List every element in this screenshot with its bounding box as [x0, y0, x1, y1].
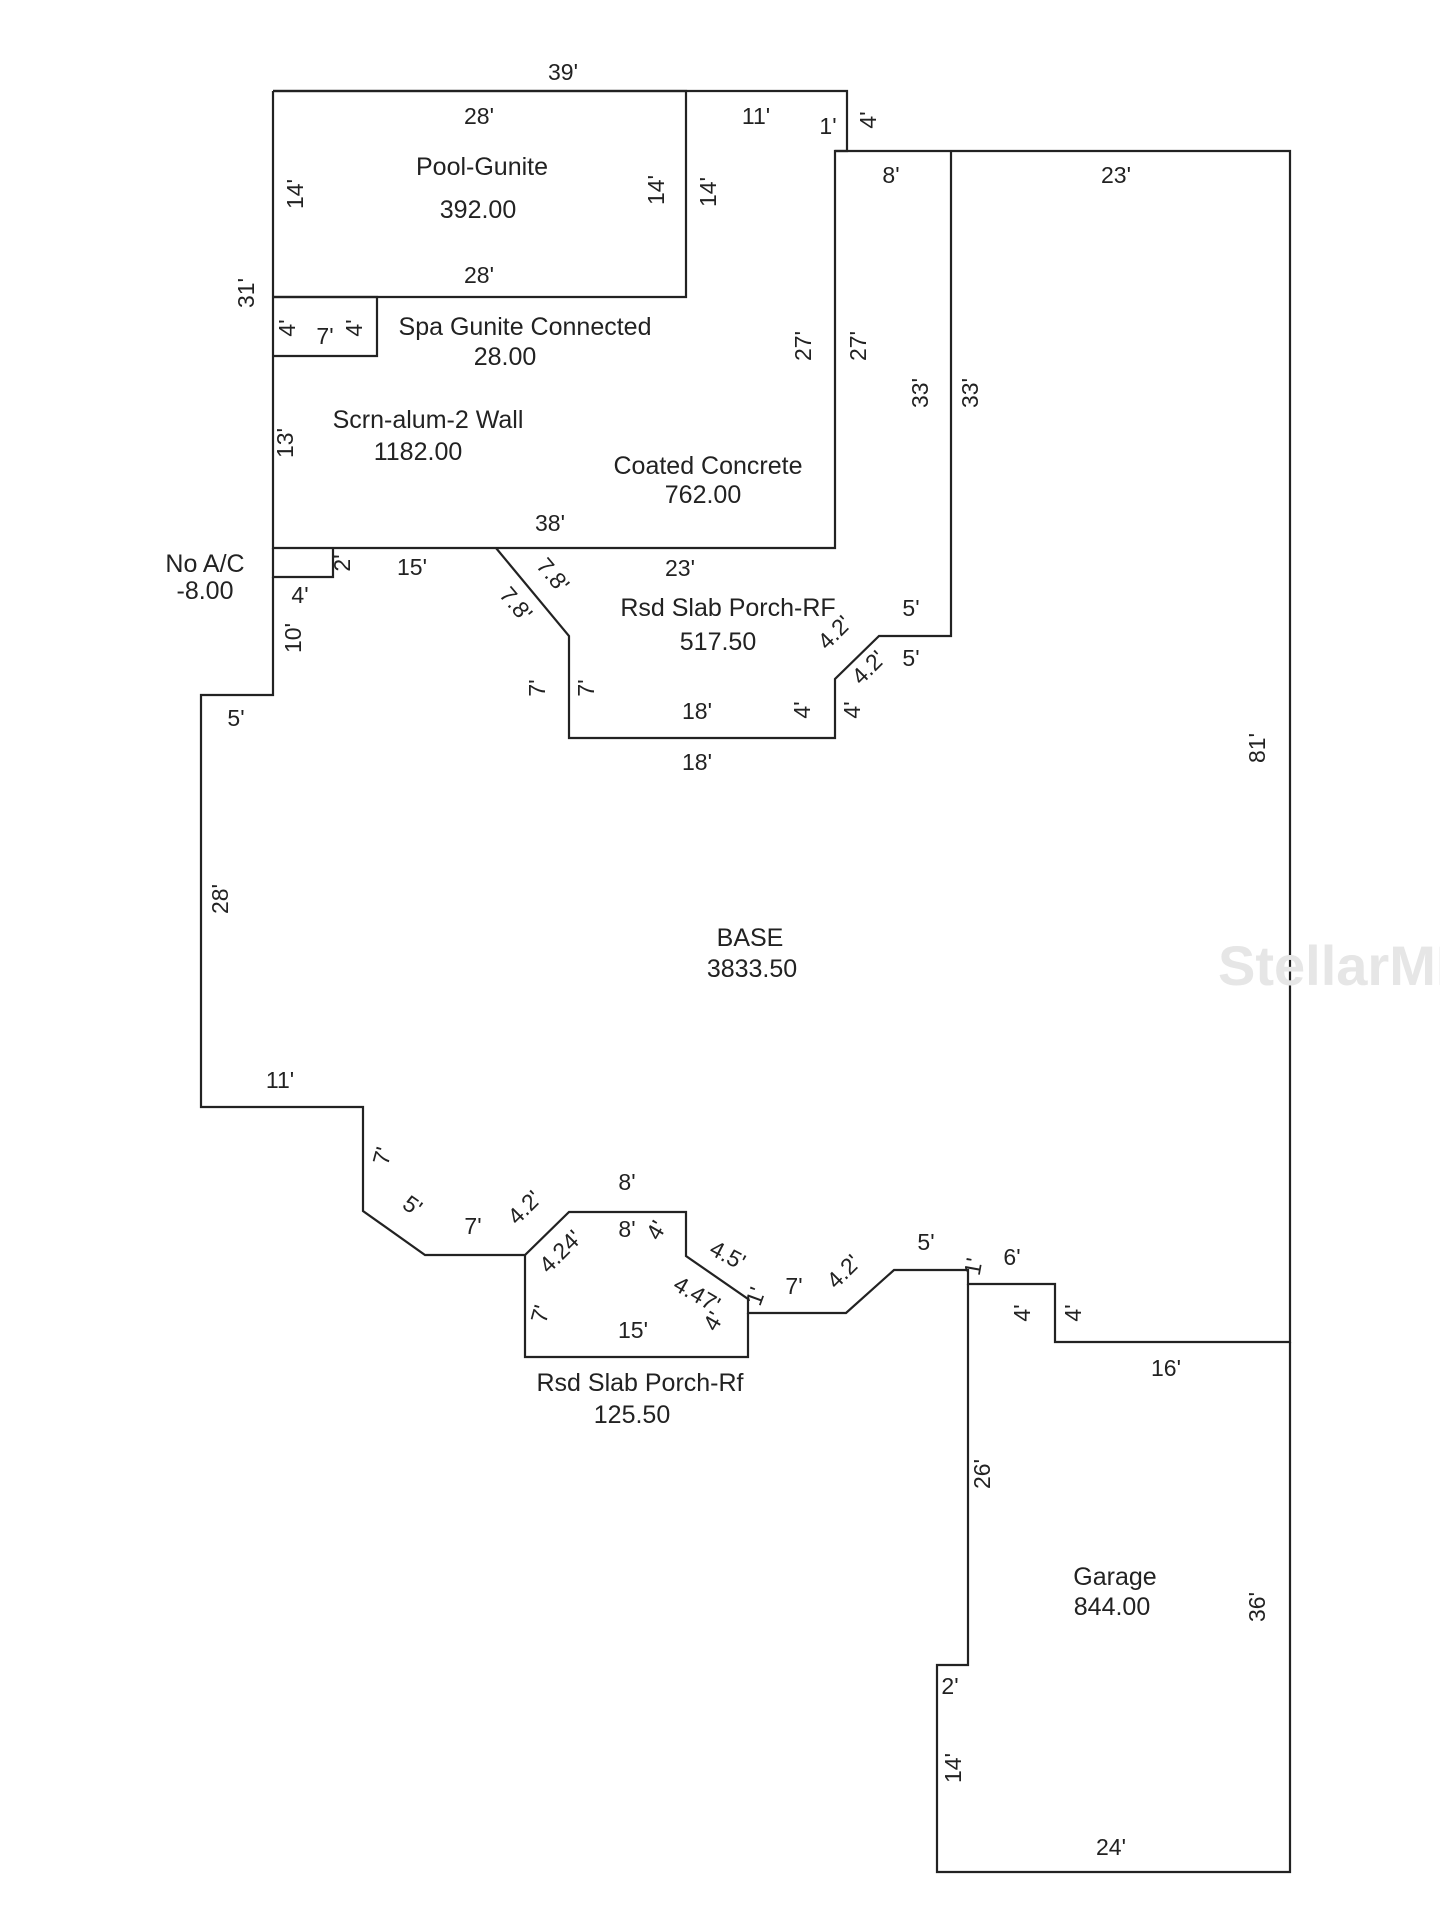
dim-label: 18'	[682, 698, 712, 724]
spa-area-name: Spa Gunite Connected	[399, 313, 652, 341]
pool-outline	[273, 89, 688, 299]
dim-label: 38'	[535, 510, 565, 536]
dim-label: 7'	[464, 1213, 481, 1239]
base-area-value: 3833.50	[707, 955, 797, 983]
dim-label: 4'	[291, 582, 308, 608]
rsd-bottom-area-name: Rsd Slab Porch-Rf	[536, 1369, 743, 1397]
dim-label: 4'	[855, 111, 881, 128]
dim-label: 4'	[274, 319, 300, 336]
rsd-top-area-value: 517.50	[680, 628, 756, 656]
dim-label: 8'	[882, 162, 899, 188]
spa-outline	[273, 295, 379, 358]
dim-label: 1'	[819, 113, 836, 139]
watermark-logo: StellarMLS	[1218, 934, 1440, 997]
dim-label: 23'	[1101, 162, 1131, 188]
dim-label: 8'	[618, 1216, 635, 1242]
garage-area-value: 844.00	[1074, 1593, 1150, 1621]
dim-label: 23'	[665, 555, 695, 581]
dim-label: 7'	[573, 679, 599, 696]
dim-label: 4'	[341, 319, 367, 336]
rsd-bottom-area-value: 125.50	[594, 1401, 670, 1429]
dim-label: 4'	[789, 701, 815, 718]
garage-area-name: Garage	[1073, 1563, 1156, 1591]
dim-label: 5'	[917, 1229, 934, 1255]
scrn-area-name: Scrn-alum-2 Wall	[333, 406, 524, 434]
dim-label: 14'	[695, 177, 721, 207]
dim-label: 4.24'	[534, 1225, 587, 1278]
dim-label: 7.8'	[531, 553, 574, 598]
dim-label: 26'	[969, 1459, 995, 1489]
dim-label: 4'	[1009, 1304, 1035, 1321]
dim-label: 4.2'	[502, 1185, 546, 1229]
noac-area-value: -8.00	[177, 577, 234, 605]
dim-label: 5'	[902, 595, 919, 621]
dim-label: 31'	[233, 278, 259, 308]
dim-label: 33'	[957, 378, 983, 408]
dim-label: 13'	[272, 428, 298, 458]
dim-label: 4.5'	[706, 1235, 750, 1275]
dim-label: 8'	[618, 1169, 635, 1195]
dim-label: 4.2'	[821, 1249, 865, 1293]
dim-label: 4'	[1060, 1304, 1086, 1321]
spa-area-value: 28.00	[474, 343, 537, 371]
dim-label: 36'	[1244, 1592, 1270, 1622]
dim-label: 16'	[1151, 1355, 1181, 1381]
base-outline	[199, 149, 1292, 1344]
dim-label: 24'	[1096, 1834, 1126, 1860]
dim-label: 2'	[941, 1673, 958, 1699]
dim-label: 14'	[643, 175, 669, 205]
dim-label: 18'	[682, 749, 712, 775]
dim-label: 15'	[618, 1317, 648, 1343]
dim-label: 27'	[845, 331, 871, 361]
dim-label: 4.2'	[846, 645, 890, 689]
dim-label: 5'	[398, 1190, 427, 1221]
coated-area-name: Coated Concrete	[613, 452, 802, 480]
dim-label: 81'	[1244, 733, 1270, 763]
no-ac-outline	[271, 548, 335, 579]
dim-label: 27'	[790, 331, 816, 361]
dim-label: 28'	[464, 262, 494, 288]
dim-label: 1'	[740, 1284, 770, 1309]
dim-label: 14'	[940, 1753, 966, 1783]
rsd-porch-bottom-outline	[523, 1255, 750, 1359]
dim-label: 6'	[1003, 1244, 1020, 1270]
dim-label: 7'	[785, 1273, 802, 1299]
garage-outline	[935, 1284, 1292, 1874]
dim-label: 5'	[902, 645, 919, 671]
dim-label: 28'	[464, 103, 494, 129]
dim-label: 7'	[316, 323, 333, 349]
rsd-porch-top-outline	[495, 151, 953, 740]
dim-label: 5'	[227, 705, 244, 731]
noac-area-name: No A/C	[165, 550, 244, 578]
dim-label: 4'	[641, 1216, 672, 1244]
pool-area-name: Pool-Gunite	[416, 153, 548, 181]
dim-label: 2'	[329, 554, 355, 571]
dim-label: 7.8'	[494, 582, 537, 627]
base-area-name: BASE	[717, 924, 784, 952]
dim-label: 39'	[548, 59, 578, 85]
scrn-area-value: 1182.00	[374, 438, 463, 466]
dim-label: 7'	[525, 1302, 555, 1325]
rsd-top-area-name: Rsd Slab Porch-RF	[620, 594, 835, 622]
coated-area-value: 762.00	[665, 481, 741, 509]
dim-label: 14'	[282, 179, 308, 209]
pool-area-value: 392.00	[440, 196, 516, 224]
dim-label: 11'	[266, 1067, 294, 1093]
dim-label: 10'	[280, 623, 306, 653]
dim-label: 11'	[742, 103, 770, 129]
dim-label: 4'	[839, 701, 865, 718]
dim-label: 28'	[207, 884, 233, 914]
dim-label: 15'	[397, 554, 427, 580]
dim-label: 7'	[524, 679, 550, 696]
dim-label: 33'	[907, 378, 933, 408]
dim-label: 1'	[959, 1256, 988, 1277]
dim-label: 7'	[367, 1144, 397, 1167]
